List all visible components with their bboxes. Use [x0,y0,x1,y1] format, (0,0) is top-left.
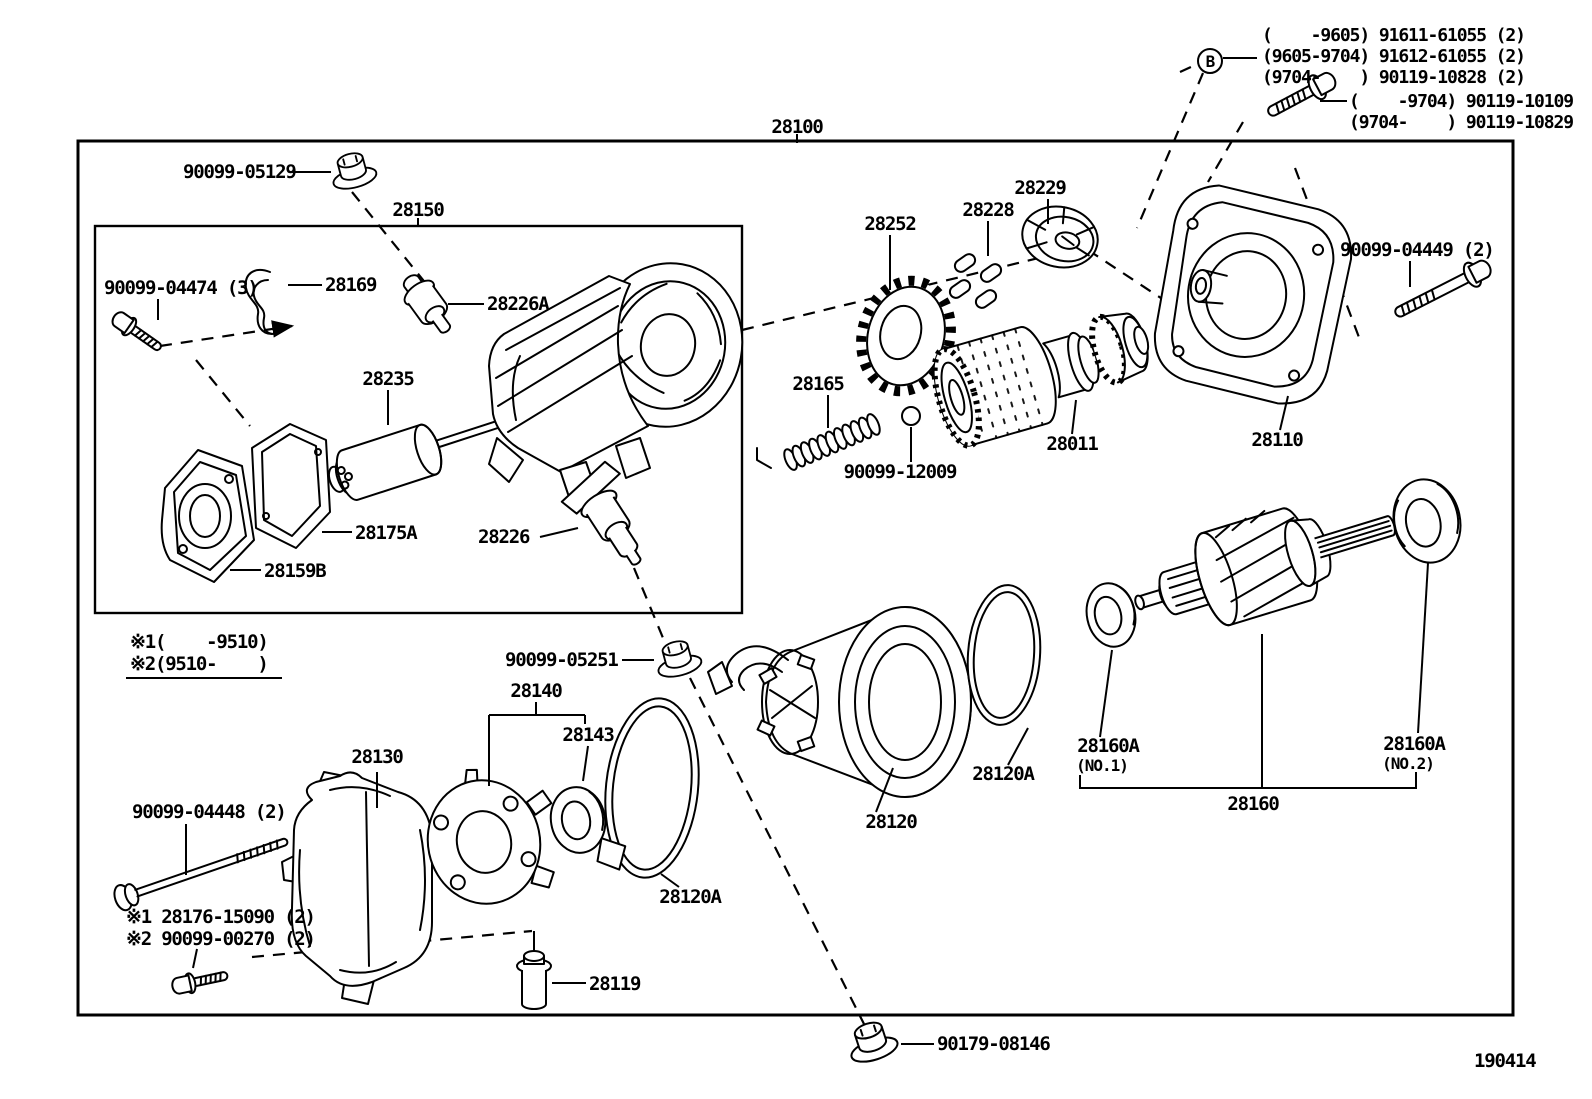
marker-b-text: B [1206,52,1216,71]
label-ball-12009: 90099-12009 [844,461,957,483]
label-clutch-28011: 28011 [1046,433,1098,455]
switch-28226a-drawing [402,274,452,334]
legend-row1: ※1( -9510) [130,631,268,653]
leader-oring-low [660,873,680,888]
label-nut-05129: 90099-05129 [183,161,296,183]
label-armature-28160: 28160 [1227,793,1279,815]
label-bearing-28143: 28143 [562,724,614,746]
nut-90179-08146-drawing [842,1015,902,1068]
bolt-90099-04449-drawing [1394,259,1492,318]
label-bolt-04474: 90099-04474 (3) [104,277,258,299]
bolt-90099-00270-drawing [169,964,231,998]
centerline-start-tick [756,447,772,469]
dash-bolt-to-cover [1207,121,1244,183]
label-oring-mid-28120a: 28120A [972,763,1035,785]
label-switch-28226: 28226 [478,526,530,548]
bearing-28143-drawing [549,786,627,871]
label-subassembly-28150: 28150 [392,199,444,221]
dash-28130-to-plug [251,929,533,959]
retainer-28229-drawing [1021,205,1099,269]
ball-90099-12009-drawing [901,406,921,426]
bolt-table-row2: (9605-9704) 91612-61055 (2) [1262,46,1525,67]
label-brushholder-28140: 28140 [510,680,562,702]
oring-28120a-mid-drawing [966,584,1042,726]
label-bolt-04448: 90099-04448 (2) [132,801,286,823]
label-clip-28169: 28169 [325,274,377,296]
leader-bolt00270 [192,948,198,969]
spring-28165-drawing [783,413,881,471]
dash-nut05129-to-switch [351,191,437,297]
bolt-table-row1: ( -9605) 91611-61055 (2) [1262,25,1525,46]
bolt-90119-drawing [1267,72,1337,117]
label-endframe-28159b: 28159B [264,560,326,582]
dash-switch-to-nut08146-b [689,677,865,1025]
bearing-28160a-no2-drawing [1392,478,1462,564]
label-endcover-28110: 28110 [1251,429,1303,451]
leader-28226 [539,527,579,538]
label-switch-28226a: 28226A [487,293,550,315]
label-bearing-no2: 28160A [1383,733,1446,755]
bracket-28160 [1079,772,1417,789]
leader-28011 [1071,399,1077,435]
bolt-table-row4: ( -9704) 90119-10109 [1349,91,1573,112]
end-cover-28110-drawing [1153,184,1353,405]
label-plunger-28235: 28235 [362,368,414,390]
label-oring-low-28120a: 28120A [659,886,722,908]
label-plug-28119: 28119 [589,973,641,995]
leader-28120 [875,767,894,813]
oring-28120a-low-drawing [604,697,700,879]
plug-28119-drawing [516,950,552,1010]
bracket-28140 [488,702,586,786]
label-bolt-04449: 90099-04449 (2) [1340,239,1494,261]
end-frame-28159b-drawing [160,449,255,583]
gasket-28175a-drawing [251,423,331,549]
label-retainer-28229: 28229 [1014,177,1066,199]
dash-bolt04474-arrow [159,320,295,348]
label-bearing-no1: 28160A [1077,735,1140,757]
legend-row2: ※2(9510- ) [130,653,268,675]
label-fieldframe-28120: 28120 [865,811,917,833]
idler-gear-28252-drawing [856,275,956,397]
leader-28143 [582,745,589,782]
marker-b-circle [1197,48,1223,74]
label-nut-08146: 90179-08146 [937,1033,1050,1055]
drive-housing-drawing [488,262,744,507]
bolt-90099-04448-drawing [113,837,289,912]
brush-holder-28140-drawing [426,768,555,905]
armature-28160-drawing [1134,507,1396,627]
bolt-table-row5: (9704- ) 90119-10829 [1349,112,1573,133]
label-assembly-28100: 28100 [771,116,823,138]
rollers-28228-drawing [948,253,1003,309]
dash-bolt04474-to-endframe [195,359,251,427]
leader-oring-mid [1007,727,1029,766]
leader-28110 [1279,395,1289,431]
clutch-28011-drawing [931,312,1150,449]
label-bearing-no1-sub: (NO.1) [1076,756,1128,775]
bearing-28160a-no1-drawing [1085,582,1137,648]
label-housing-28130: 28130 [351,746,403,768]
nut-90099-05129-drawing [326,147,380,194]
switch-28226-drawing [560,460,642,566]
label-rollers-28228: 28228 [962,199,1014,221]
outer-border-box [76,139,1515,1017]
label-spring-28165: 28165 [792,373,844,395]
housing-28130-drawing [281,771,433,1005]
label-gear-28252: 28252 [864,213,915,235]
label-note2-bolt: ※2 90099-00270 (2) [126,928,315,950]
nut-90099-05251-drawing [651,635,705,682]
field-frame-28120-drawing [707,606,972,798]
bolt-table-row3: (9704- ) 90119-10828 (2) [1262,67,1525,88]
label-note1-bolt: ※1 28176-15090 (2) [126,906,315,928]
leader-bearing-no2 [1417,562,1429,734]
clip-28169-drawing [244,269,275,335]
plunger-28235-drawing [327,401,558,501]
label-gasket-28175a: 28175A [355,522,418,544]
dash-markerb-to-cover [1135,72,1205,229]
label-bearing-no2-sub: (NO.2) [1382,754,1434,773]
dash-markerb-left-tick [1179,65,1194,73]
leader-bearing-no1 [1099,649,1113,738]
figure-drawing-number: 190414 [1474,1050,1536,1072]
dash-switch-to-nut08146-a [632,567,670,651]
label-nut-05251: 90099-05251 [505,649,618,671]
